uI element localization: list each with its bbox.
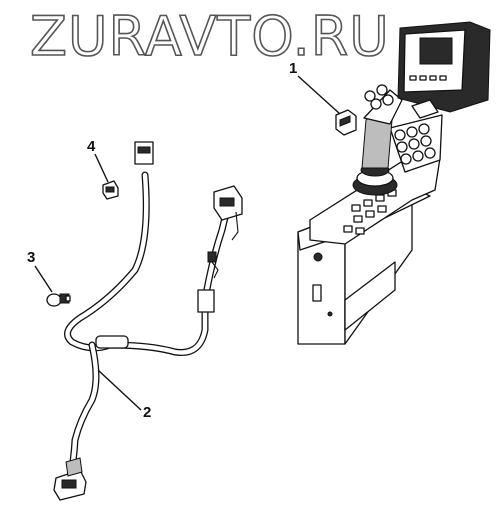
svg-text:3: 3 <box>27 249 35 266</box>
part-2-wiring-harness <box>53 141 243 501</box>
console-keypad <box>343 189 397 235</box>
watermark: ZURAVTO.RU <box>30 5 390 68</box>
joystick <box>352 84 403 196</box>
callout-4: 4 <box>87 138 109 183</box>
svg-text:1: 1 <box>289 60 297 77</box>
control-console <box>297 21 491 345</box>
bottom-plug <box>53 457 87 501</box>
callout-2: 2 <box>97 369 151 421</box>
svg-text:2: 2 <box>143 404 151 421</box>
part-3-grommet <box>46 293 71 307</box>
part-4-connector <box>102 180 119 200</box>
display-monitor <box>397 21 491 119</box>
part-1-connector <box>335 109 357 136</box>
callout-3: 3 <box>27 249 53 293</box>
callout-1: 1 <box>289 60 341 115</box>
side-keypad <box>394 123 436 165</box>
svg-text:4: 4 <box>87 138 96 155</box>
